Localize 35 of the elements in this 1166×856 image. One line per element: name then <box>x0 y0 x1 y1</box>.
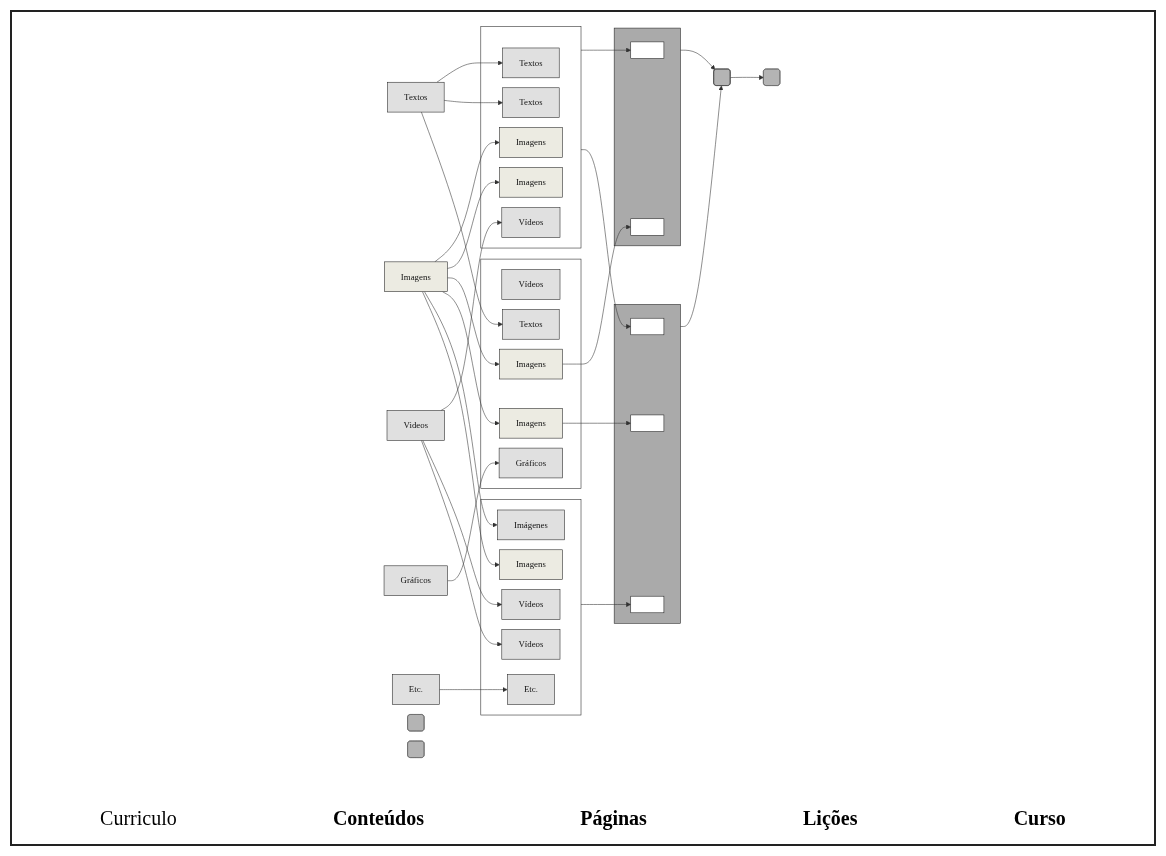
node-box: Imagens <box>499 127 563 158</box>
node-box: Imagens <box>499 549 563 580</box>
node-box: Etc. <box>392 674 440 705</box>
node-box <box>630 41 665 59</box>
cluster <box>613 304 681 624</box>
cluster <box>480 258 582 489</box>
node-box: Vídeos <box>501 269 561 300</box>
node-box: Gráficos <box>383 565 448 596</box>
node-box: Videos <box>386 410 445 441</box>
node-box: Textos <box>502 87 560 118</box>
node-box: Textos <box>502 47 560 79</box>
node-box <box>630 218 665 236</box>
node-box: Vídeos <box>501 629 561 660</box>
node-box: Textos <box>387 81 445 113</box>
node-box <box>630 595 665 614</box>
node-box: Imagens <box>499 408 563 439</box>
group-label: Curriculo <box>100 807 177 830</box>
node-box: Imagens <box>499 348 563 380</box>
cluster <box>613 27 681 247</box>
node-box: Vídeos <box>501 207 561 238</box>
node-box: Etc. <box>507 674 555 705</box>
cluster <box>480 499 582 716</box>
node-box: Textos <box>502 309 560 340</box>
node-box: Imágenes <box>497 509 565 541</box>
cluster <box>480 26 582 249</box>
column-heading: Curso <box>1013 807 1066 830</box>
node-box: Imagens <box>499 167 563 198</box>
node-box: Gráficos <box>498 447 563 479</box>
column-heading: Páginas <box>580 807 647 830</box>
node-box <box>630 317 665 336</box>
column-heading: Conteúdos <box>332 807 425 830</box>
node-box <box>630 414 665 432</box>
node-box: Imagens <box>384 261 448 292</box>
node-box: Vídeos <box>501 589 561 620</box>
column-heading: Lições <box>803 807 858 830</box>
